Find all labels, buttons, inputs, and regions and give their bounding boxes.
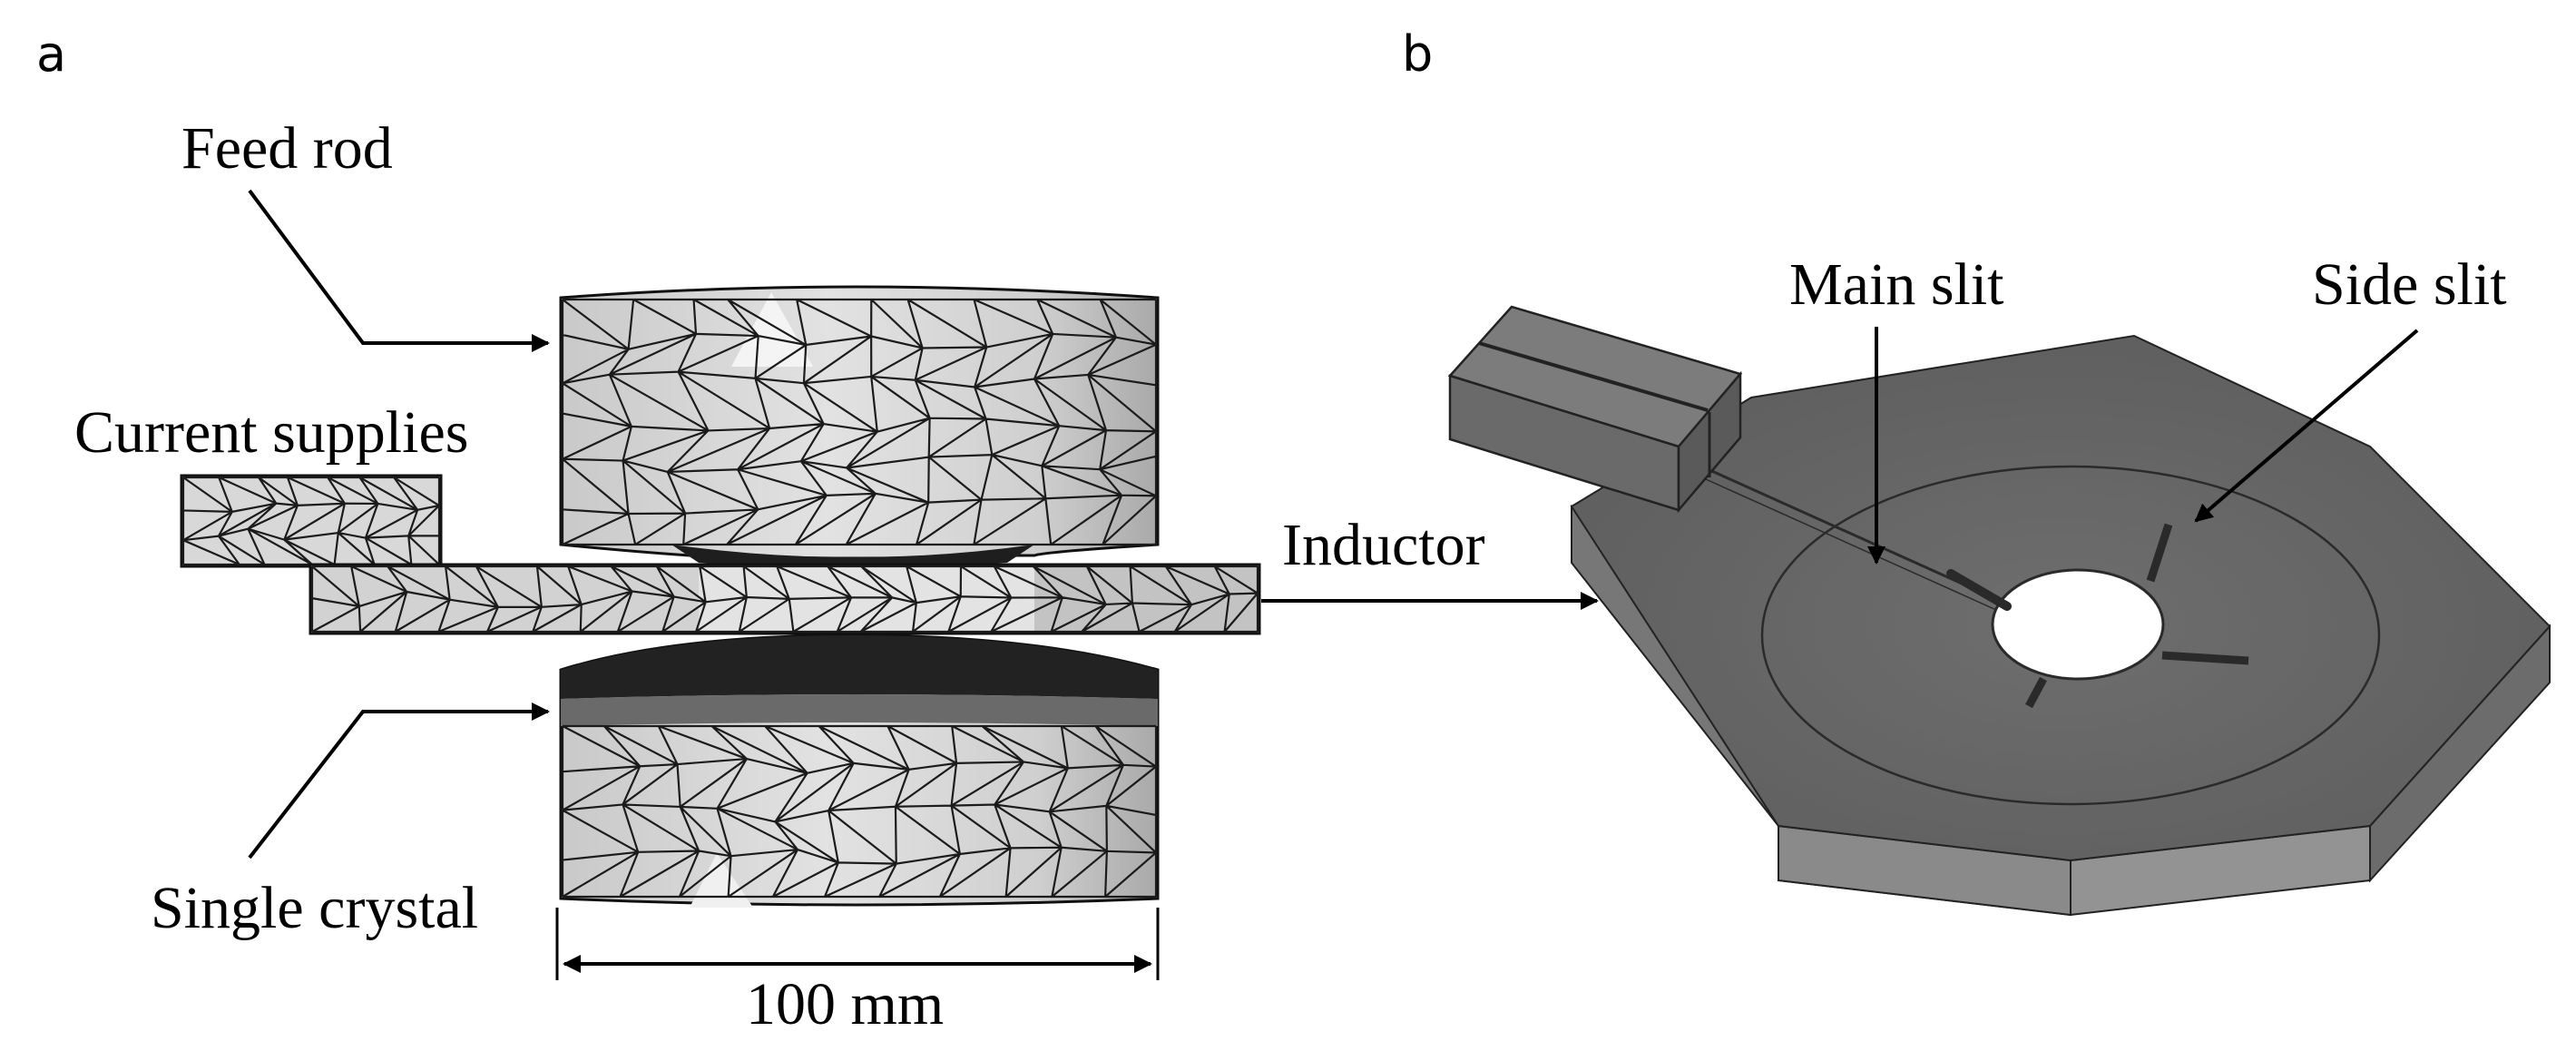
label-inductor: Inductor <box>1282 512 1485 578</box>
single-crystal-cylinder <box>559 634 1160 908</box>
mesh-lines <box>310 565 1259 634</box>
panel-b-letter: b <box>1402 25 1433 83</box>
mesh-lines <box>561 724 1158 899</box>
label-feed-rod: Feed rod <box>181 115 393 182</box>
label-side-slit: Side slit <box>2312 251 2507 318</box>
panel-a: a <box>36 25 1599 1037</box>
feed-rod-cylinder <box>559 285 1160 567</box>
panel-a-letter: a <box>36 25 66 83</box>
label-dimension: 100 mm <box>746 971 944 1037</box>
current-supply-block <box>180 474 443 568</box>
label-single-crystal: Single crystal <box>151 875 478 941</box>
inductor-bar <box>309 563 1261 635</box>
inductor-plate <box>1570 334 2552 917</box>
terminal-block <box>1447 305 1743 514</box>
side-slit-arrow <box>2194 329 2419 523</box>
mesh-lines <box>181 476 441 566</box>
mesh-lines <box>561 298 1158 546</box>
feed-rod-arrow <box>248 189 550 352</box>
label-current-supplies: Current supplies <box>74 399 468 466</box>
panel-b: b <box>1402 25 2552 917</box>
dimension-line <box>555 908 1160 980</box>
single-crystal-arrow <box>248 702 550 860</box>
label-main-slit: Main slit <box>1789 251 2004 318</box>
